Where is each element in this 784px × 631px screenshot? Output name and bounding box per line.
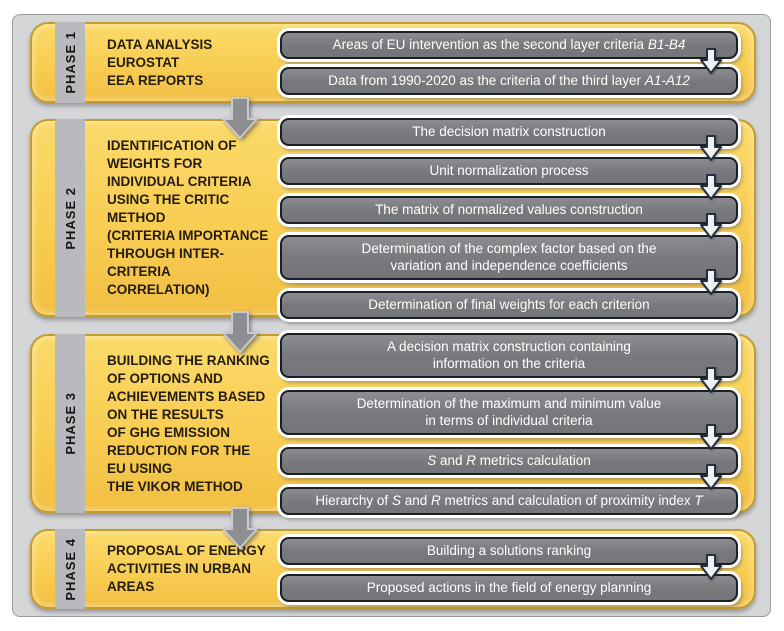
step-text: Hierarchy of S and R metrics and calcula… bbox=[315, 492, 703, 508]
phase-1-band: PHASE 1 DATA ANALYSIS EUROSTAT EEA REPOR… bbox=[30, 22, 756, 103]
step-text: Unit normalization process bbox=[429, 162, 589, 178]
phase-2-description: IDENTIFICATION OF WEIGHTS FOR INDIVIDUAL… bbox=[107, 121, 287, 315]
down-arrow-icon bbox=[700, 47, 722, 74]
step-box: A decision matrix construction containin… bbox=[280, 332, 738, 393]
step-text: S and R metrics calculation bbox=[427, 452, 591, 468]
phase-1-tab-label: PHASE 1 bbox=[62, 31, 78, 94]
down-arrow-icon bbox=[700, 268, 722, 295]
step-box: Unit normalization process bbox=[280, 156, 738, 200]
step-text: Determination of the maximum and minimum… bbox=[356, 395, 662, 428]
down-arrow-icon bbox=[700, 366, 722, 393]
phase-flow-arrow-icon bbox=[222, 507, 258, 549]
phase-3-band: PHASE 3 BUILDING THE RANKING OF OPTIONS … bbox=[30, 332, 756, 515]
down-arrow-icon bbox=[700, 212, 722, 239]
phase-2-band: PHASE 2 IDENTIFICATION OF WEIGHTS FOR IN… bbox=[30, 117, 756, 319]
down-arrow-icon bbox=[700, 463, 722, 490]
step-text: A decision matrix construction containin… bbox=[387, 338, 631, 371]
phase-4-tab-label: PHASE 4 bbox=[62, 537, 78, 601]
phase-3-tab-label: PHASE 3 bbox=[62, 392, 78, 455]
step-text: Determination of final weights for each … bbox=[368, 296, 650, 312]
phase-flow-arrow-icon bbox=[222, 97, 258, 139]
phase-4-band: PHASE 4 PROPOSAL OF ENERGY ACTIVITIES IN… bbox=[30, 529, 756, 609]
phase-1-description-text: DATA ANALYSIS EUROSTAT EEA REPORTS bbox=[107, 36, 213, 88]
step-box: Determination of the complex factor base… bbox=[280, 234, 738, 295]
step-text: The decision matrix construction bbox=[412, 123, 606, 139]
step-box: The decision matrix construction bbox=[280, 117, 738, 161]
step-text: Proposed actions in the field of energy … bbox=[366, 579, 652, 595]
phase-3-tab: PHASE 3 bbox=[55, 334, 85, 513]
step-box: Building a solutions ranking bbox=[280, 536, 738, 580]
step-box: The matrix of normalized values construc… bbox=[280, 195, 738, 239]
phase-3-steps: A decision matrix construction containin… bbox=[280, 332, 738, 515]
phase-1-steps: Areas of EU intervention as the second l… bbox=[280, 24, 738, 101]
down-arrow-icon bbox=[700, 134, 722, 161]
phase-4-steps: Building a solutions ranking Proposed ac… bbox=[280, 531, 738, 607]
phase-2-steps: The decision matrix construction Unit no… bbox=[280, 117, 738, 319]
step-text: Determination of the complex factor base… bbox=[361, 240, 657, 273]
phase-2-tab-label: PHASE 2 bbox=[62, 186, 78, 250]
phase-1-description: DATA ANALYSIS EUROSTAT EEA REPORTS bbox=[107, 24, 287, 101]
phase-4-tab: PHASE 4 bbox=[55, 529, 85, 609]
phase-flow-arrow-icon bbox=[222, 311, 258, 353]
step-box: Areas of EU intervention as the second l… bbox=[280, 30, 738, 74]
step-box: Determination of the maximum and minimum… bbox=[280, 389, 738, 450]
phase-3-description-text: BUILDING THE RANKING OF OPTIONS AND ACHI… bbox=[107, 352, 270, 494]
step-box: Data from 1990-2020 as the criteria of t… bbox=[280, 66, 738, 95]
step-text: Data from 1990-2020 as the criteria of t… bbox=[328, 72, 690, 88]
step-text: The matrix of normalized values construc… bbox=[375, 201, 643, 217]
phase-4-description: PROPOSAL OF ENERGY ACTIVITIES IN URBAN A… bbox=[107, 531, 287, 607]
phase-2-tab: PHASE 2 bbox=[55, 119, 85, 317]
phase-2-description-text: IDENTIFICATION OF WEIGHTS FOR INDIVIDUAL… bbox=[107, 138, 269, 297]
step-box: Determination of final weights for each … bbox=[280, 290, 738, 319]
step-box: S and R metrics calculation bbox=[280, 446, 738, 490]
step-box: Hierarchy of S and R metrics and calcula… bbox=[280, 486, 738, 515]
phase-4-description-text: PROPOSAL OF ENERGY ACTIVITIES IN URBAN A… bbox=[107, 543, 266, 594]
down-arrow-icon bbox=[700, 553, 722, 580]
step-text: Areas of EU intervention as the second l… bbox=[332, 36, 686, 52]
down-arrow-icon bbox=[700, 173, 722, 200]
phase-1-tab: PHASE 1 bbox=[55, 22, 85, 103]
step-box: Proposed actions in the field of energy … bbox=[280, 573, 738, 602]
down-arrow-icon bbox=[700, 423, 722, 450]
phase-3-description: BUILDING THE RANKING OF OPTIONS AND ACHI… bbox=[107, 336, 287, 511]
step-text: Building a solutions ranking bbox=[426, 542, 592, 558]
